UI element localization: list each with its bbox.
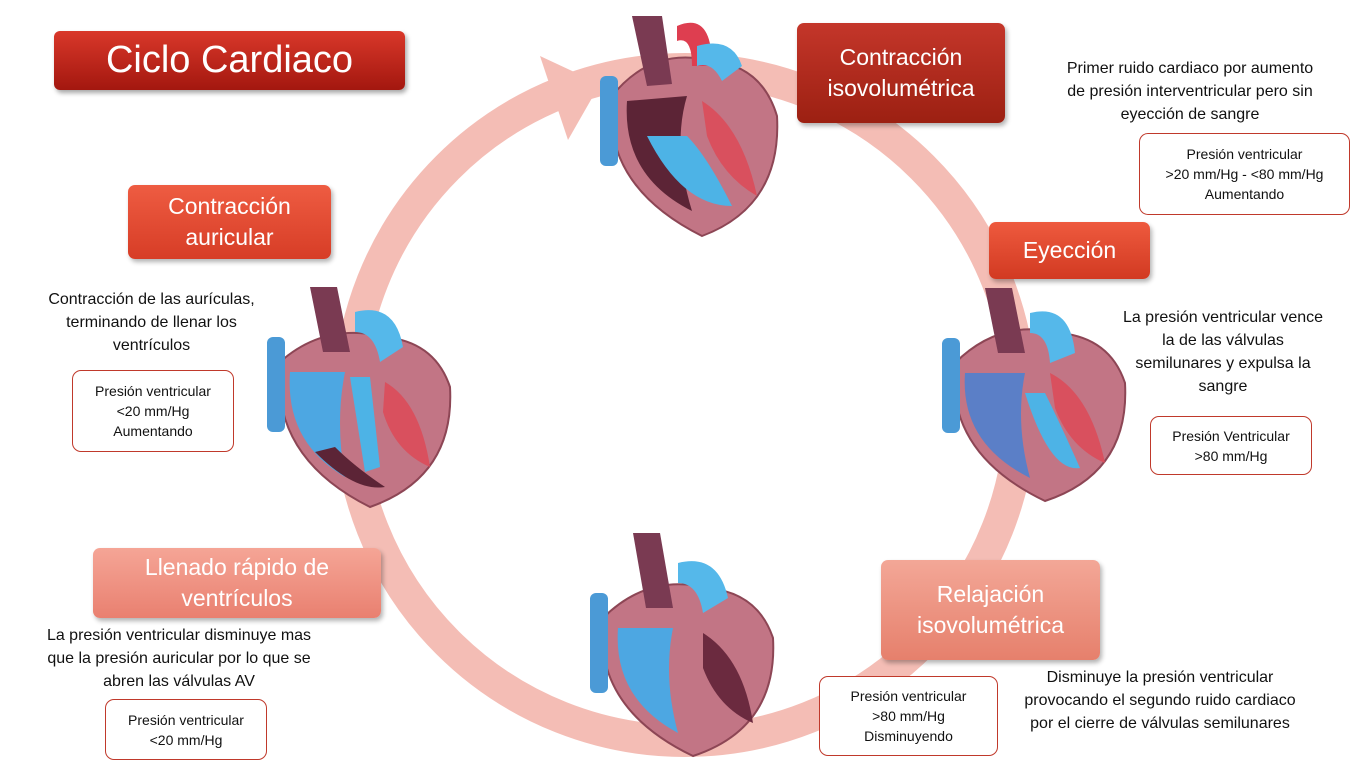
- stage-description-eyeccion: La presión ventricular vence la de las v…: [1122, 309, 1324, 395]
- heart-illustration-right: [942, 288, 1127, 503]
- pressure-box-relajacion-isovolumetrica: Presión ventricular >80 mm/Hg Disminuyen…: [819, 676, 998, 756]
- pressure-box-contraccion-auricular: Presión ventricular <20 mm/Hg Aumentando: [72, 370, 234, 452]
- heart-illustration-left: [267, 287, 452, 509]
- stage-label-llenado-rapido: Llenado rápido de ventrículos: [93, 548, 381, 618]
- stage-label-contraccion-isovolumetrica: Contracción isovolumétrica: [797, 23, 1005, 123]
- stage-label-relajacion-isovolumetrica: Relajación isovolumétrica: [881, 560, 1100, 660]
- stage-label-contraccion-auricular: Contracción auricular: [128, 185, 331, 259]
- cycle-arrowhead: [540, 56, 600, 140]
- stage-label-eyeccion: Eyección: [989, 222, 1150, 279]
- stage-description-contraccion-auricular: Contracción de las aurículas, terminando…: [48, 291, 255, 354]
- stage-description-contraccion-isovolumetrica: Primer ruido cardiaco por aumento de pre…: [1066, 60, 1314, 123]
- pressure-box-contraccion-isovolumetrica: Presión ventricular >20 mm/Hg - <80 mm/H…: [1139, 133, 1350, 215]
- pressure-box-llenado-rapido: Presión ventricular <20 mm/Hg: [105, 699, 267, 760]
- stage-description-llenado-rapido: La presión ventricular disminuye mas que…: [46, 627, 312, 690]
- page-title: Ciclo Cardiaco: [54, 31, 405, 90]
- stage-description-relajacion-isovolumetrica: Disminuye la presión ventricular provoca…: [1024, 669, 1296, 732]
- heart-illustration-bottom: [590, 533, 775, 758]
- pressure-box-eyeccion: Presión Ventricular >80 mm/Hg: [1150, 416, 1312, 475]
- heart-illustration-top: [600, 16, 779, 238]
